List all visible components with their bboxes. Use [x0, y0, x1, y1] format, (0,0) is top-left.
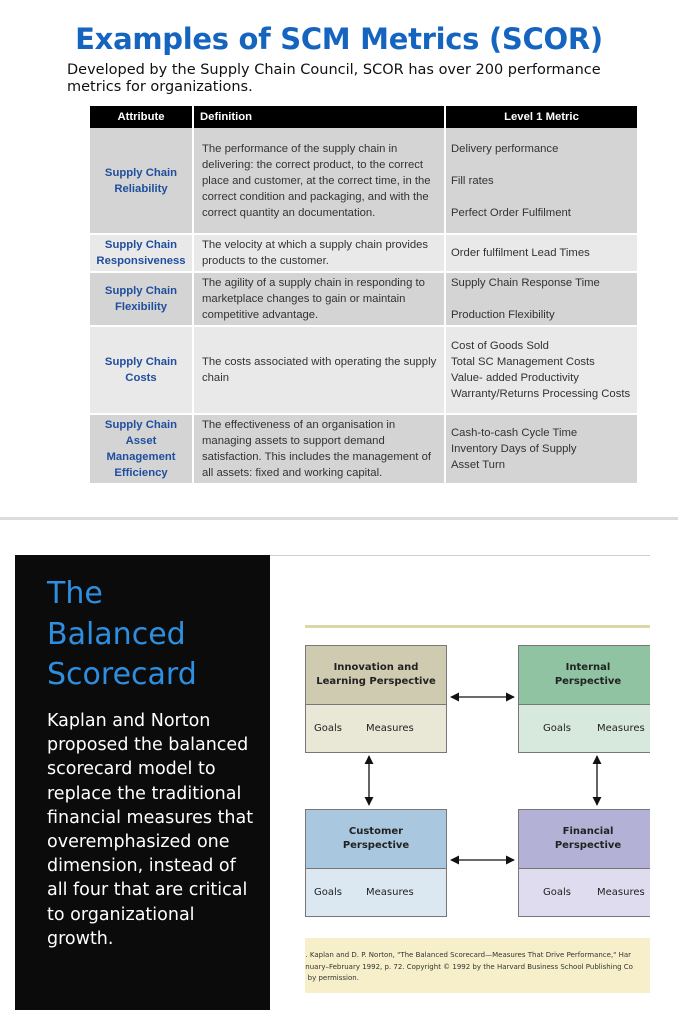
slide2-body-text: Kaplan and Norton proposed the balanced … [47, 711, 254, 949]
title-line: The [47, 576, 103, 611]
metric-item: Cost of Goods Sold [451, 340, 549, 352]
metric-item: Value- added Productivity [451, 372, 579, 384]
table-row: Supply Chain Costs The costs associated … [90, 326, 637, 415]
goals-measures-row: Goals Measures [519, 705, 650, 752]
definition-cell: The velocity at which a supply chain pro… [193, 234, 446, 273]
metric-item: Delivery performance [451, 142, 559, 155]
metric-cell: Supply Chain Response Time Production Fl… [445, 272, 637, 327]
citation-line: d by permission. [305, 974, 359, 982]
header-attribute: Attribute [90, 106, 194, 128]
metric-cell: Cost of Goods Sold Total SC Management C… [445, 326, 637, 415]
slide-subtitle: Developed by the Supply Chain Council, S… [67, 62, 601, 95]
goals-label: Goals [314, 887, 342, 898]
table-header-row: Attribute Definition Level 1 Metric [90, 106, 637, 128]
citation-line: S. Kaplan and D. P. Norton, "The Balance… [305, 951, 632, 959]
metric-cell: Order fulfilment Lead Times [445, 234, 637, 273]
measures-label: Measures [366, 723, 414, 734]
heading-line: Financial [562, 826, 614, 837]
definition-cell: The effectiveness of an organisation in … [193, 414, 446, 485]
metric-item: Fill rates [451, 174, 494, 187]
metric-item: Perfect Order Fulfilment [451, 206, 571, 219]
table-row: Supply Chain Asset Management Efficiency… [90, 414, 637, 485]
definition-cell: The performance of the supply chain in d… [193, 128, 446, 235]
header-level1-metric: Level 1 Metric [445, 106, 637, 128]
metric-cell: Cash-to-cash Cycle Time Inventory Days o… [445, 414, 637, 485]
measures-label: Measures [366, 887, 414, 898]
metric-item: Total SC Management Costs [451, 356, 595, 368]
goals-measures-row: Goals Measures [306, 869, 446, 916]
attribute-cell: Supply Chain Responsiveness [90, 234, 194, 273]
metric-item: Asset Turn [451, 459, 505, 471]
measures-label: Measures [597, 723, 645, 734]
citation-note: S. Kaplan and D. P. Norton, "The Balance… [305, 938, 650, 993]
heading-line: Customer [348, 826, 404, 837]
definition-cell: The agility of a supply chain in respond… [193, 272, 446, 327]
goals-label: Goals [543, 723, 571, 734]
metric-item: Order fulfilment Lead Times [451, 247, 590, 259]
slide-divider [0, 517, 678, 520]
header-definition: Definition [193, 106, 446, 128]
metric-item: Production Flexibility [451, 309, 555, 321]
diagram-arrows [364, 692, 602, 865]
attribute-cell: Supply Chain Costs [90, 326, 194, 415]
title-panel [15, 555, 270, 1010]
citation-line: anuary–February 1992, p. 72. Copyright ©… [305, 962, 633, 971]
diagram-top-rule [305, 625, 650, 628]
measures-label: Measures [597, 887, 645, 898]
heading-line: Perspective [554, 840, 622, 851]
goals-label: Goals [543, 887, 571, 898]
title-line: Balanced [47, 616, 186, 652]
metric-cell: Delivery performance Fill rates Perfect … [445, 128, 637, 235]
slide2-top-rule [270, 555, 650, 556]
scor-metrics-table: Attribute Definition Level 1 Metric Supp… [90, 106, 637, 485]
definition-cell: The costs associated with operating the … [193, 326, 446, 415]
heading-line: Learning Perspective [316, 676, 436, 687]
heading-line: Perspective [554, 676, 622, 687]
heading-line: Internal [565, 662, 611, 673]
title-line: Scorecard [47, 657, 197, 692]
goals-measures-row: Goals Measures [519, 869, 650, 916]
heading-line: Innovation and [333, 662, 419, 673]
metric-item: Cash-to-cash Cycle Time [451, 427, 578, 439]
attribute-cell: Supply Chain Flexibility [90, 272, 194, 327]
slide2-title: The Balanced Scorecard [47, 574, 257, 696]
goals-measures-row: Goals Measures [306, 705, 446, 752]
table-row: Supply Chain Reliability The performance… [90, 128, 637, 235]
slide-title: Examples of SCM Metrics (SCOR) [75, 22, 603, 56]
table-row: Supply Chain Responsiveness The velocity… [90, 234, 637, 273]
attribute-cell: Supply Chain Asset Management Efficiency [90, 414, 194, 485]
metric-item: Supply Chain Response Time [451, 277, 600, 289]
goals-label: Goals [314, 723, 342, 734]
heading-line: Perspective [342, 840, 410, 851]
table-row: Supply Chain Flexibility The agility of … [90, 272, 637, 327]
metric-item: Inventory Days of Supply [451, 443, 577, 455]
attribute-cell: Supply Chain Reliability [90, 128, 194, 235]
metric-item: Warranty/Returns Processing Costs [451, 388, 631, 400]
